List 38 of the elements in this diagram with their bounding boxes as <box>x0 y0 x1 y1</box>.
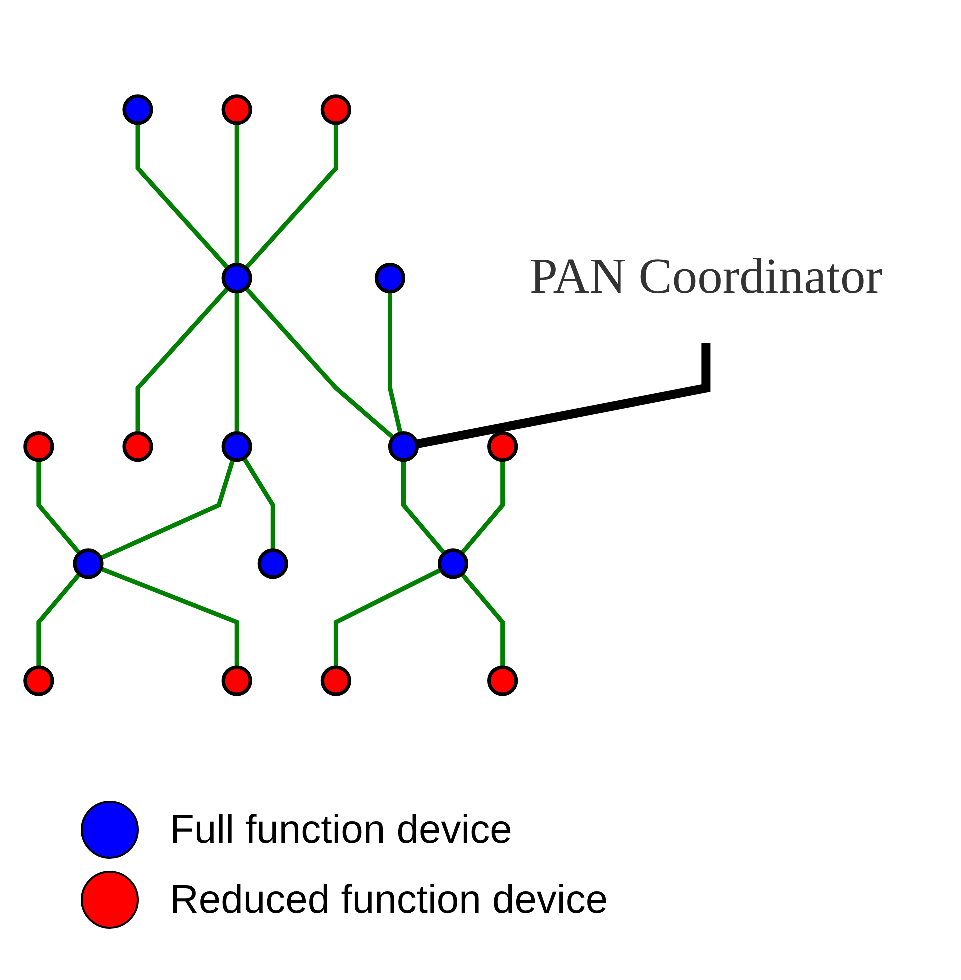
connector <box>135 286 230 433</box>
connector <box>416 342 710 448</box>
legend-label: Reduced function device <box>170 878 608 922</box>
connector <box>100 566 239 668</box>
node-circle <box>320 665 351 696</box>
network-diagram: PAN Coordinator <box>10 82 950 708</box>
connector <box>401 460 446 555</box>
connector <box>333 567 442 668</box>
connector <box>36 572 81 668</box>
node-circle <box>221 262 252 294</box>
node-circle <box>23 431 54 462</box>
connector <box>460 460 505 555</box>
connector <box>99 458 235 560</box>
legend-label: Full function device <box>170 808 512 852</box>
connector <box>234 122 239 264</box>
node-circle <box>487 431 518 462</box>
connector <box>387 291 402 434</box>
node-circle <box>72 548 104 579</box>
node-circle <box>257 548 288 579</box>
connector <box>460 572 505 668</box>
node-circle <box>23 665 54 696</box>
node-circle <box>221 431 252 462</box>
node-circle <box>487 665 518 696</box>
node-circle <box>122 94 153 125</box>
node-circle <box>374 262 406 294</box>
node-text: PAN Coordinator <box>529 249 882 305</box>
node-circle <box>437 548 468 579</box>
connector <box>36 460 81 555</box>
node-circle <box>388 431 419 462</box>
connector <box>234 291 239 433</box>
connector <box>242 456 275 550</box>
node-circle <box>221 665 252 696</box>
node-circle <box>122 431 153 462</box>
node-circle <box>221 94 252 125</box>
node-circle <box>320 94 351 125</box>
connector <box>244 286 394 440</box>
connector <box>244 122 338 270</box>
connector <box>135 122 230 270</box>
